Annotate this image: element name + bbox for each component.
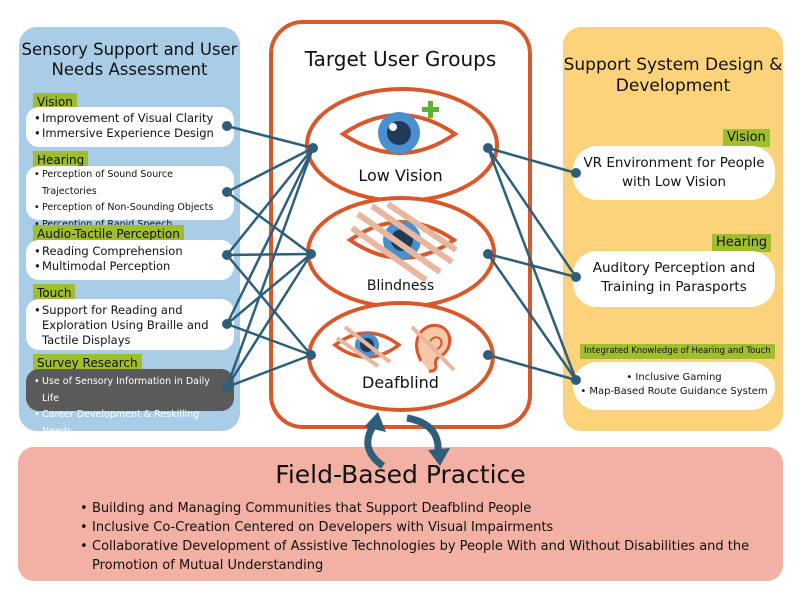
touch-item: Support for Reading and Exploration Usin… xyxy=(34,303,228,348)
field-practice-item: Building and Managing Communities that S… xyxy=(80,499,770,518)
survey-research-box: Use of Sensory Information in Daily Life… xyxy=(26,369,234,437)
touch-tag: Touch xyxy=(33,284,76,302)
low-vision-eye-icon xyxy=(339,101,459,155)
hearing-item: Perception of Sound Source Trajectories xyxy=(34,167,228,200)
field-practice-title: Field-Based Practice xyxy=(275,460,526,489)
audio-tactile-box: Reading Comprehension Multimodal Percept… xyxy=(26,240,234,280)
field-practice-list: Building and Managing Communities that S… xyxy=(80,499,770,575)
vision-box: Improvement of Visual Clarity Immersive … xyxy=(26,107,234,147)
deafblind-label: Deafblind xyxy=(362,373,439,392)
integrated-item: • Map-Based Route Guidance System xyxy=(580,386,768,397)
vision-tag: Vision xyxy=(33,93,77,111)
auditory-perception-box: Auditory Perception and Training in Para… xyxy=(573,251,775,307)
blindness-eye-icon xyxy=(346,201,458,283)
cycle-arrows-icon xyxy=(364,412,450,469)
left-panel-title: Sensory Support and User Needs Assessmen… xyxy=(21,40,238,80)
low-vision-label: Low Vision xyxy=(358,166,443,185)
right-panel-title: Support System Design & Development xyxy=(563,55,783,96)
deafblind-eye-icon xyxy=(332,325,402,368)
audio-tactile-tag: Audio-Tactile Perception xyxy=(33,225,184,243)
touch-box: Support for Reading and Exploration Usin… xyxy=(26,299,234,350)
survey-research-tag: Survey Research xyxy=(33,354,142,372)
field-practice-item: Collaborative Development of Assistive T… xyxy=(80,537,770,575)
hearing-item: Perception of Non-Sounding Objects xyxy=(34,200,228,217)
deafblind-ellipse xyxy=(307,301,495,412)
survey-item: Career Development & Reskilling Needs xyxy=(34,407,228,440)
integrated-box: • Inclusive Gaming • Map-Based Route Gui… xyxy=(573,362,775,410)
blindness-label: Blindness xyxy=(366,278,435,294)
vision-item: Improvement of Visual Clarity xyxy=(34,111,228,126)
integrated-knowledge-tag: Integrated Knowledge of Hearing and Touc… xyxy=(580,344,775,359)
vision-item: Immersive Experience Design xyxy=(34,126,228,141)
low-vision-ellipse xyxy=(305,87,499,203)
hearing-box: Perception of Sound Source Trajectories … xyxy=(26,166,234,233)
deafblind-ear-icon xyxy=(410,323,456,373)
right-vision-tag: Vision xyxy=(723,129,770,147)
survey-item: Use of Sensory Information in Daily Life xyxy=(34,374,228,407)
integrated-item: • Inclusive Gaming xyxy=(626,372,722,383)
center-panel-title: Target User Groups xyxy=(304,47,497,71)
audio-tactile-item: Multimodal Perception xyxy=(34,259,228,274)
vr-environment-box: VR Environment for People with Low Visio… xyxy=(573,146,775,200)
hearing-item: Perception of Rapid Speech xyxy=(34,217,228,234)
right-hearing-tag: Hearing xyxy=(712,234,772,252)
hearing-tag: Hearing xyxy=(33,151,89,169)
field-practice-item: Inclusive Co-Creation Centered on Develo… xyxy=(80,518,770,537)
audio-tactile-item: Reading Comprehension xyxy=(34,244,228,259)
